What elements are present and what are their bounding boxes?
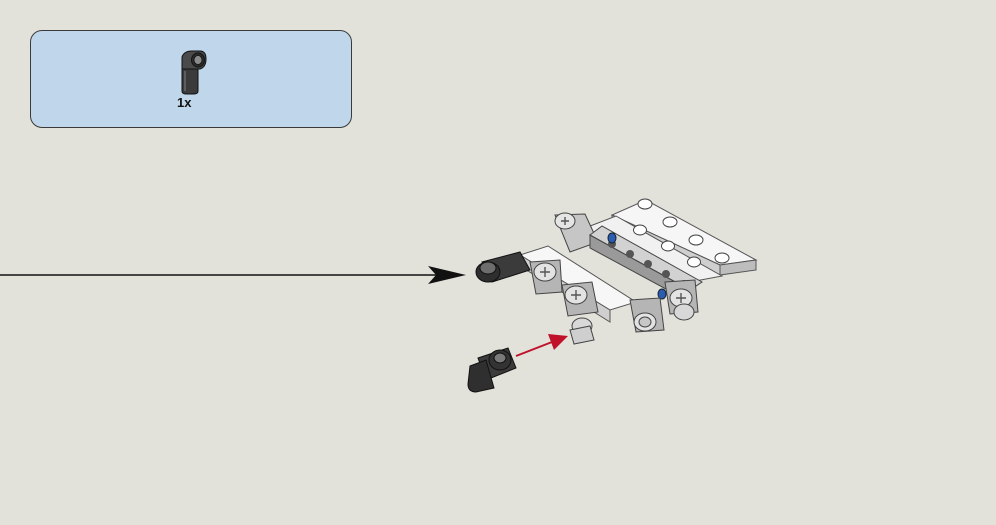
- axle-pin-connector-icon: [174, 47, 214, 95]
- parts-list-callout: 1x: [30, 30, 352, 128]
- dark-connector-new-part: [467, 347, 517, 393]
- sub-step-arrow: [0, 266, 466, 284]
- dark-connector-attached: [475, 251, 531, 283]
- gray-connector-front-left: [529, 259, 563, 295]
- gray-connector-back: [554, 212, 599, 253]
- part-quantity-label: 1x: [177, 95, 192, 110]
- blue-pins: [607, 232, 667, 300]
- gray-connector-front-middle: [561, 281, 599, 335]
- gray-connector-front-right: [629, 297, 665, 333]
- gray-connector-right: [664, 279, 699, 321]
- technic-assembly-model: [475, 198, 758, 345]
- axle-pin-target: [569, 325, 595, 345]
- placement-arrow: [515, 334, 568, 357]
